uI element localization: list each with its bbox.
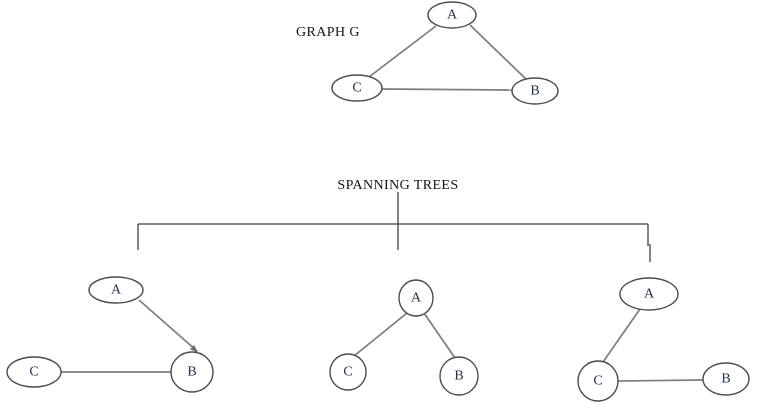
graph-g-node-a-label: A [447,8,458,23]
tree1-edge-a-b [138,299,198,352]
graph-g-edge-a-b [469,24,528,81]
spanning-trees-title: SPANNING TREES [337,178,458,193]
spanning-trees-header: SPANNING TREES [137,178,651,262]
tree2-node-b [439,356,479,396]
tree3-node-a-label: A [644,287,655,302]
tree1-node-b-label: B [187,365,196,380]
spanning-tree-3: A C B [577,277,750,402]
graph-g-title: GRAPH G [296,25,360,40]
tree3-node-b [702,362,750,396]
tree2-node-c [329,353,367,391]
tree2-node-a [398,279,434,317]
tree1-arrowhead-icon [190,344,198,353]
tree1-node-a [88,276,144,304]
tree2-edge-a-b [423,312,456,359]
tree2-node-c-label: C [343,365,352,380]
graph-g: GRAPH G A C B [296,1,559,105]
tree3-edge-c-b [617,379,704,382]
tree2-node-a-label: A [411,291,422,306]
graph-g-node-a [427,1,477,29]
graph-g-node-b [511,77,559,105]
tree3-node-c-label: C [593,374,602,389]
tree3-node-c [577,360,619,402]
graph-g-node-b-label: B [530,84,539,99]
tree3-node-b-label: B [721,372,730,387]
graph-g-node-c-label: C [352,81,361,96]
tree2-node-b-label: B [454,369,463,384]
tree1-node-c [6,356,62,388]
tree1-node-c-label: C [29,365,38,380]
tree1-node-a-label: A [111,283,122,298]
graph-g-edge-a-c [368,25,437,78]
spanning-tree-1: A C B [6,276,214,393]
graph-g-edge-c-b [381,88,514,91]
graph-g-node-c [331,74,383,102]
tree1-node-b [170,351,214,393]
tree3-edge-a-c [602,308,641,363]
spanning-tree-2: A C B [329,279,479,396]
tree3-node-a [619,277,679,311]
tree2-edge-a-c [353,312,408,357]
